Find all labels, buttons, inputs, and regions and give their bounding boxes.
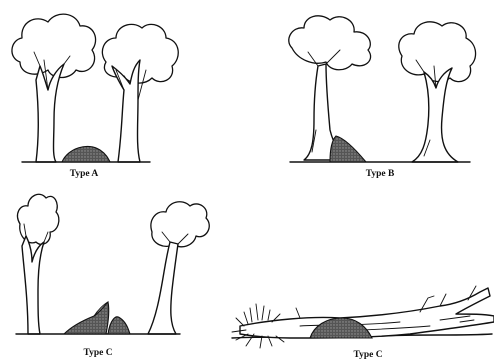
- tree-b-left: [289, 16, 371, 160]
- mound-b: [330, 136, 366, 162]
- caption-type-c-standing: Type C: [83, 348, 112, 358]
- mound-c1-right: [108, 317, 130, 334]
- panel-type-c-fallen: Type C: [232, 286, 494, 360]
- panel-type-b: Type B: [289, 16, 476, 179]
- tree-c1-right: [148, 202, 209, 334]
- mound-a: [62, 146, 110, 162]
- panel-type-c-standing: Type C: [16, 194, 209, 358]
- panel-type-a: Type A: [12, 14, 178, 179]
- caption-type-a: Type A: [70, 169, 99, 179]
- caption-type-b: Type B: [366, 169, 395, 179]
- tree-b-right: [399, 22, 476, 162]
- tree-a-left: [12, 14, 96, 162]
- caption-type-c-fallen: Type C: [353, 350, 382, 360]
- tree-a-right: [102, 24, 178, 162]
- tree-c1-left: [18, 194, 59, 334]
